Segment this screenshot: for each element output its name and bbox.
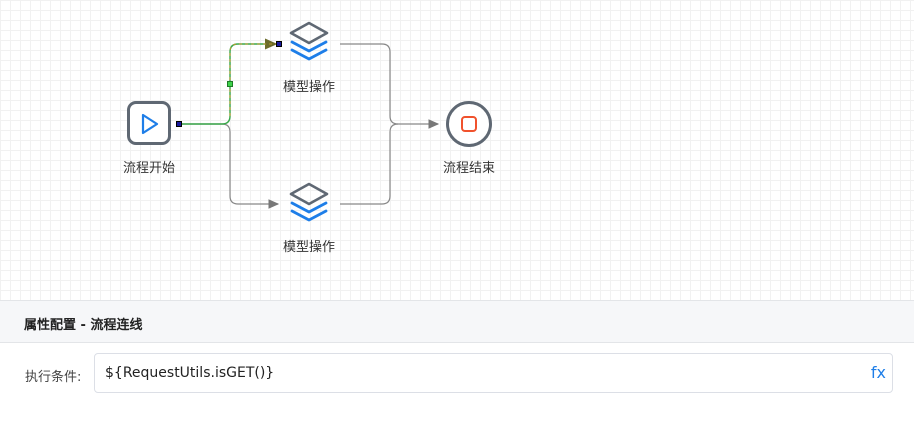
- end-node[interactable]: [446, 101, 492, 147]
- edge-selection-highlight: [229, 43, 276, 116]
- flow-edges: [180, 38, 440, 209]
- start-node[interactable]: [127, 101, 171, 145]
- start-node-label: 流程开始: [122, 161, 176, 176]
- edge-handle-midpoint[interactable]: [227, 81, 233, 87]
- edge-handle-target[interactable]: [276, 41, 282, 47]
- edge-handle-source[interactable]: [176, 121, 182, 127]
- edge-start-to-model-bottom[interactable]: [180, 123, 280, 209]
- condition-input[interactable]: ${RequestUtils.isGET()} fx: [94, 353, 893, 393]
- condition-label: 执行条件:: [25, 370, 82, 385]
- stop-icon: [461, 116, 477, 132]
- condition-value[interactable]: ${RequestUtils.isGET()}: [105, 365, 275, 381]
- model-node-top[interactable]: [287, 20, 331, 64]
- play-icon: [141, 113, 159, 135]
- model-node-bottom[interactable]: [287, 181, 331, 225]
- end-node-label: 流程结束: [442, 161, 496, 176]
- layers-icon: [289, 21, 329, 61]
- flow-canvas[interactable]: 流程开始 模型操作 模型操作 流程结束: [0, 0, 914, 300]
- layers-icon: [289, 182, 329, 222]
- model-node-bottom-label: 模型操作: [282, 240, 336, 255]
- fx-button[interactable]: fx: [870, 363, 886, 382]
- edge-model-bottom-to-end[interactable]: [340, 123, 399, 205]
- properties-panel-header: 属性配置 - 流程连线: [0, 300, 914, 343]
- panel-title: 属性配置 - 流程连线: [24, 318, 143, 333]
- edge-model-top-to-end[interactable]: [340, 43, 440, 129]
- model-node-top-label: 模型操作: [282, 80, 336, 95]
